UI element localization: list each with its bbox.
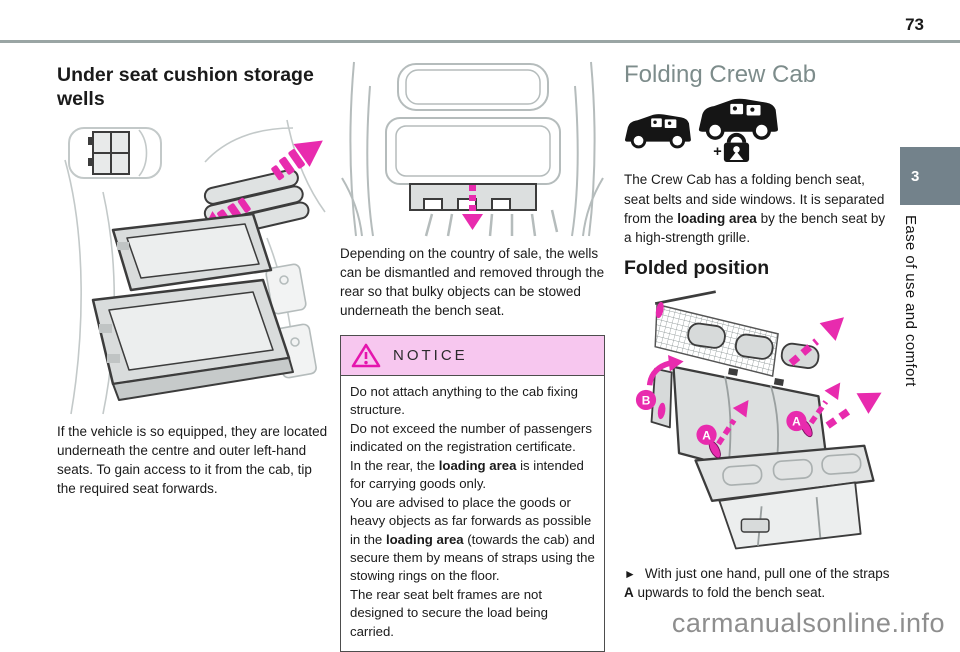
storage-wells-illustration: [64, 119, 326, 414]
header-rule: [0, 40, 960, 43]
middle-column: Depending on the country of sale, the we…: [340, 58, 605, 652]
chapter-number-badge: 3: [900, 147, 960, 205]
right-column: Folding Crew Cab +: [624, 58, 890, 602]
storage-tray-lower: [91, 278, 294, 401]
arrow-fold-right-icon: [825, 392, 882, 429]
van-silhouette-large-icon: [698, 99, 778, 141]
notice-line: In the rear, the loading area is intende…: [350, 457, 584, 492]
rear-access-body-text: Depending on the country of sale, the we…: [340, 246, 605, 319]
storage-tray-upper: [111, 212, 273, 291]
warning-triangle-icon: [351, 343, 381, 367]
notice-header: NOTICE: [341, 335, 604, 376]
chapter-title-vertical: Ease of use and comfort: [902, 215, 919, 387]
left-column: Under seat cushion storage wells: [57, 58, 331, 498]
arrow-fold-up-icon: [788, 317, 844, 367]
notice-line: Do not exceed the number of passengers i…: [350, 420, 592, 455]
fold-instruction-text: ►With just one hand, pull one of the str…: [624, 566, 890, 601]
van-top-view-icon: [68, 126, 162, 179]
rear-access-illustration: [341, 61, 604, 237]
svg-text:B: B: [642, 394, 651, 408]
subheading-folded-position: Folded position: [624, 257, 770, 280]
page-number: 73: [905, 15, 924, 34]
notice-line: The rear seat belt frames are not design…: [350, 586, 548, 639]
bench-seat-base: [718, 481, 862, 550]
label-a1-circle: [696, 424, 717, 445]
storage-wells-body-text: If the vehicle is so equipped, they are …: [57, 423, 328, 497]
notice-box: NOTICE Do not attach anything to the cab…: [340, 334, 605, 652]
arrow-b-icon: [646, 354, 684, 386]
watermark-text: carmanualsonline.info: [671, 608, 945, 638]
bench-seat-cushion: [694, 444, 875, 502]
crew-cab-pictograms: +: [624, 99, 778, 163]
svg-text:A: A: [792, 415, 801, 429]
crew-cab-body-text: The Crew Cab has a folding bench seat, s…: [624, 172, 886, 245]
section-heading-storage-wells: Under seat cushion storage wells: [57, 64, 314, 110]
lock-person-icon: [723, 133, 750, 163]
arrow-up-right-icon: [271, 140, 323, 180]
label-a2-circle: [786, 410, 807, 432]
side-panel: [650, 367, 673, 429]
notice-line: You are advised to place the goods or he…: [350, 494, 595, 584]
folded-position-illustration: B A A: [635, 290, 882, 550]
van-silhouette-icon: [624, 114, 691, 149]
bullet-arrow-icon: ►: [624, 567, 636, 582]
notice-title: NOTICE: [393, 346, 468, 364]
svg-text:A: A: [702, 428, 711, 442]
notice-line: Do not attach anything to the cab fixing…: [350, 383, 578, 418]
arrow-down-icon: [462, 185, 483, 230]
section-heading-folding-crew-cab: Folding Crew Cab: [624, 61, 817, 88]
label-b-circle: [635, 389, 657, 411]
svg-text:+: +: [713, 145, 722, 161]
notice-body: Do not attach anything to the cab fixing…: [341, 376, 604, 652]
